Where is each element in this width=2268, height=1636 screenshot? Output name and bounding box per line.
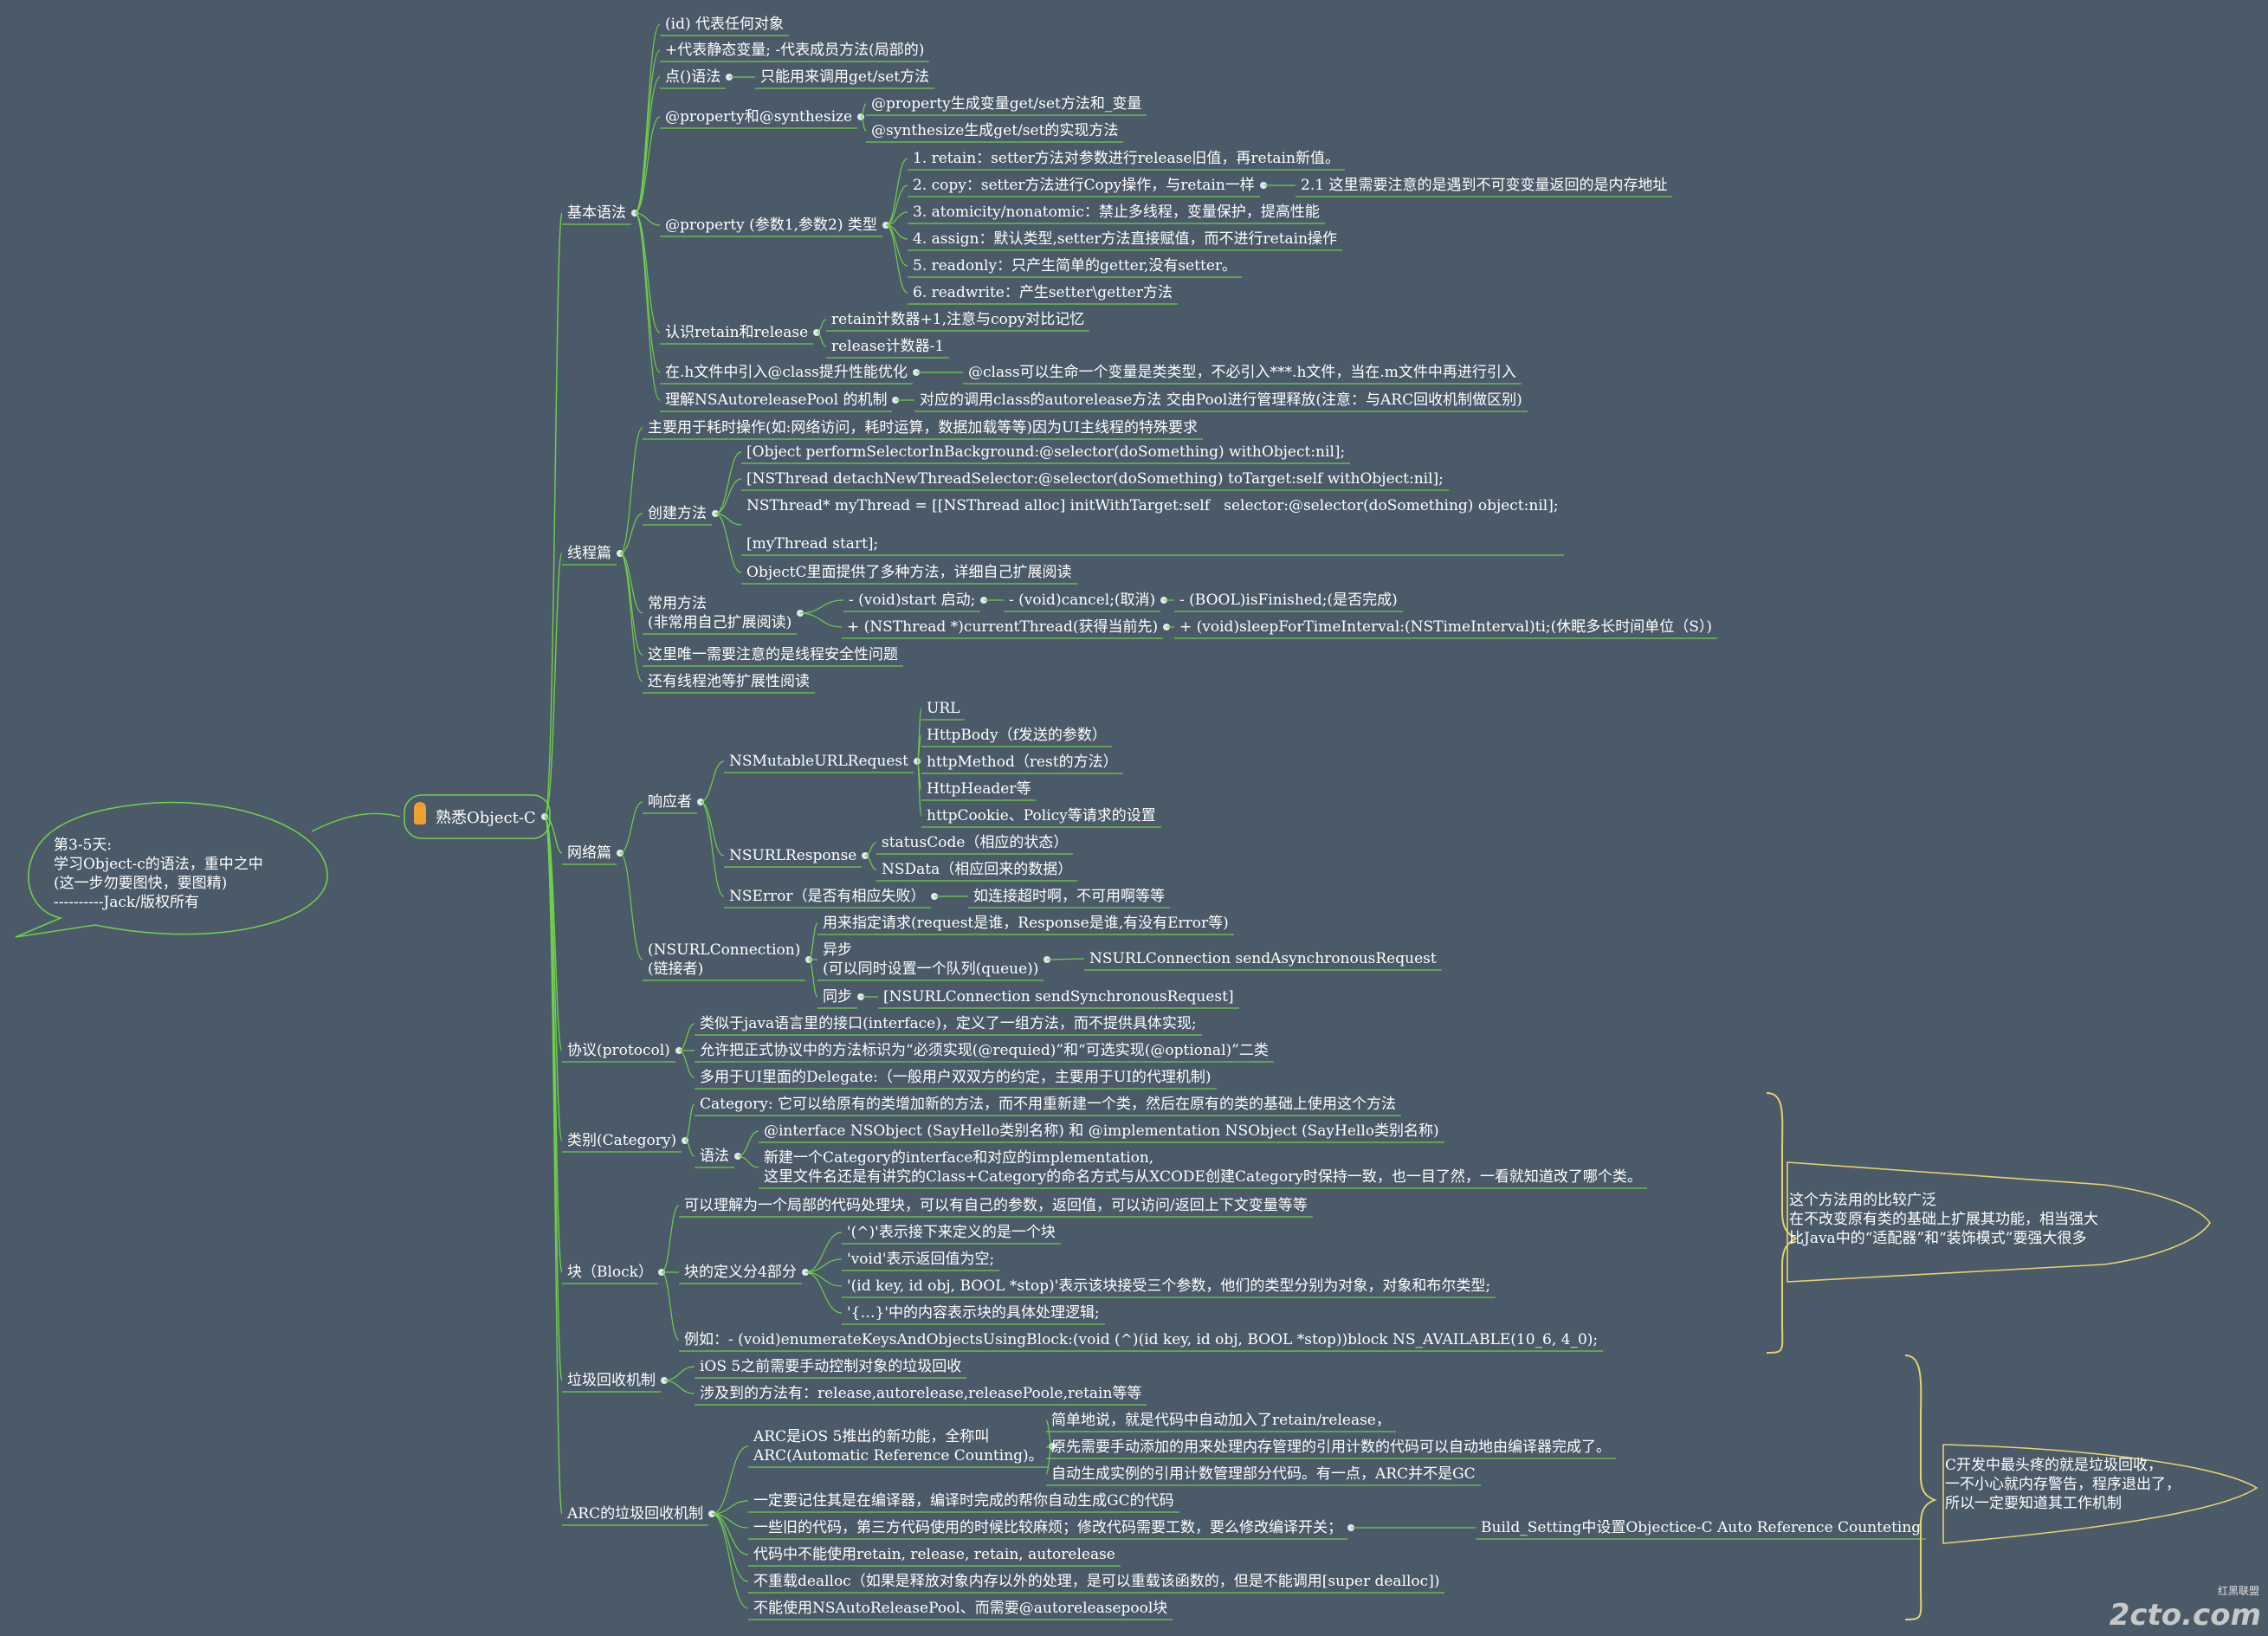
node-arc-a6[interactable]: 不能使用NSAutoReleasePool、而需要@autoreleasepoo…: [753, 1600, 1168, 1617]
node-sync-child[interactable]: [NSURLConnection sendSynchronousRequest]: [883, 988, 1234, 1006]
node-retain-1[interactable]: retain计数器+1,注意与copy对比记忆: [831, 311, 1085, 328]
node-response[interactable]: NSURLResponse: [729, 847, 857, 864]
node-prop-syn-2[interactable]: @synthesize生成get/set的实现方法: [871, 122, 1119, 139]
node-p5[interactable]: 5. readonly：只产生简单的getter,没有setter。: [913, 257, 1237, 275]
node-conn-usage[interactable]: 用来指定请求(request是谁，Response是谁,有没有Error等): [823, 915, 1229, 932]
branch-thread[interactable]: 线程篇: [567, 545, 611, 562]
node-block-d4[interactable]: '{…}'中的内容表示块的具体处理逻辑;: [847, 1304, 1100, 1322]
watermark-logo: 2cto.com: [2109, 1598, 2261, 1633]
node-req-item-1[interactable]: URL: [927, 700, 960, 717]
node-create-2[interactable]: [NSThread detachNewThreadSelector:@selec…: [746, 470, 1444, 488]
node-async-child[interactable]: NSURLConnection sendAsynchronousRequest: [1089, 950, 1437, 967]
node-p1[interactable]: 1. retain：setter方法对参数进行release旧值，再retain…: [913, 150, 1340, 167]
branch-gc[interactable]: 垃圾回收机制: [567, 1372, 656, 1389]
node-p2[interactable]: 2. copy：setter方法进行Copy操作，与retain一样: [913, 177, 1255, 194]
node-p4[interactable]: 4. assign：默认类型,setter方法直接赋值，而不进行retain操作: [913, 230, 1338, 248]
node-arc-what[interactable]: ARC是iOS 5推出的新功能，全称叫 ARC(Automatic Refere…: [753, 1428, 1044, 1465]
node-hfile-child[interactable]: @class可以生命一个变量是类类型，不必引入***.h文件，当在.m文件中再进…: [968, 364, 1516, 381]
node-error[interactable]: NSError（是否有相应失败）: [729, 888, 926, 905]
node-thread-intro[interactable]: 主要用于耗时操作(如:网络访问，耗时运算，数据加载等等)因为UI主线程的特殊要求: [648, 419, 1199, 436]
node-method-5[interactable]: + (void)sleepForTimeInterval:(NSTimeInte…: [1179, 618, 1713, 636]
node-p3[interactable]: 3. atomicity/nonatomic：禁止多线程，变量保护，提高性能: [913, 204, 1320, 221]
node-create-1[interactable]: [Object performSelectorInBackground:@sel…: [746, 443, 1346, 461]
node-thread-create[interactable]: 创建方法: [648, 505, 707, 522]
node-req-item-2[interactable]: HttpBody（f发送的参数）: [927, 727, 1107, 744]
node-protocol-2[interactable]: 允许把正式协议中的方法标识为“必须实现(@requied)”和“可选实现(@op…: [700, 1042, 1269, 1059]
node-dot-child[interactable]: 只能用来调用get/set方法: [760, 68, 930, 86]
node-retain-2[interactable]: release计数器-1: [831, 338, 945, 355]
note-text: 第3-5天: 学习Object-c的语法，重中之中 (这一步勿要图快，要图精) …: [54, 837, 263, 911]
node-async[interactable]: 异步 (可以同时设置一个队列(queue)): [823, 941, 1039, 978]
node-retain[interactable]: 认识retain和release: [665, 324, 809, 341]
node-thread-common[interactable]: 常用方法 (非常用自己扩展阅读): [648, 595, 792, 631]
node-req-item-4[interactable]: HttpHeader等: [927, 780, 1031, 798]
node-block-d3[interactable]: '(id key, id obj, BOOL *stop)'表示该块接受三个参数…: [847, 1277, 1491, 1295]
node-thread-safety[interactable]: 这里唯一需要注意的是线程安全性问题: [648, 646, 898, 663]
node-arc-a4[interactable]: 代码中不能使用retain, release, retain, autorele…: [753, 1546, 1115, 1563]
central-topic[interactable]: 熟悉Object-C: [436, 809, 536, 827]
node-hfile[interactable]: 在.h文件中引入@class提升性能优化: [665, 364, 908, 381]
node-dot[interactable]: 点()语法: [665, 68, 721, 86]
node-resp-item-1[interactable]: statusCode（相应的状态）: [882, 834, 1069, 851]
node-prop-params[interactable]: @property (参数1,参数2) 类型: [665, 217, 877, 234]
node-create-3[interactable]: NSThread* myThread = [[NSThread alloc] i…: [746, 497, 1559, 553]
node-method-3[interactable]: - (BOOL)isFinished;(是否完成): [1179, 592, 1398, 609]
node-gc-2[interactable]: 涉及到的方法有：release,autorelease,releasePoole…: [700, 1385, 1142, 1402]
node-create-4[interactable]: ObjectC里面提供了多种方法，详细自己扩展阅读: [746, 564, 1072, 581]
node-responder[interactable]: 响应者: [648, 793, 692, 811]
node-arc-w3[interactable]: 自动生成实例的引用计数管理部分代码。有一点，ARC并不是GC: [1051, 1465, 1476, 1483]
node-syntax-2[interactable]: 新建一个Category的interface和对应的implementation…: [764, 1149, 1642, 1186]
node-method-2[interactable]: - (void)cancel;(取消): [1009, 592, 1156, 609]
node-arc-w1[interactable]: 简单地说，就是代码中自动加入了retain/release，: [1051, 1412, 1391, 1429]
node-sync[interactable]: 同步: [823, 988, 852, 1006]
node-p2-child[interactable]: 2.1 这里需要注意的是遇到不可变变量返回的是内存地址: [1301, 177, 1668, 194]
node-req-item-5[interactable]: httpCookie、Policy等请求的设置: [927, 807, 1156, 824]
node-syntax-1[interactable]: @interface NSObject (SayHello类别名称) 和 @im…: [764, 1122, 1439, 1140]
node-pool-child[interactable]: 对应的调用class的autorelease方法 交由Pool进行管理释放(注意…: [920, 391, 1522, 409]
node-pool[interactable]: 理解NSAutoreleasePool 的机制: [665, 391, 888, 409]
node-id[interactable]: (id) 代表任何对象: [665, 16, 784, 33]
warning-icon: [414, 802, 426, 824]
node-arc-w2[interactable]: 原先需要手动添加的用来处理内存管理的引用计数的代码可以自动地由编译器完成了。: [1051, 1439, 1611, 1456]
branch-arc[interactable]: ARC的垃圾回收机制: [567, 1505, 704, 1523]
node-plusminus[interactable]: +代表静态变量; -代表成员方法(局部的): [665, 42, 925, 59]
node-prop-syn-1[interactable]: @property生成变量get/set方法和_变量: [871, 95, 1142, 113]
watermark-sub: 红黑联盟: [2217, 1585, 2259, 1597]
branch-category[interactable]: 类别(Category): [567, 1132, 677, 1149]
branch-protocol[interactable]: 协议(protocol): [567, 1042, 670, 1059]
node-thread-pool[interactable]: 还有线程池等扩展性阅读: [648, 673, 810, 690]
branch-block[interactable]: 块（Block）: [567, 1264, 653, 1281]
node-arc-a3[interactable]: 一些旧的代码，第三方代码使用的时候比较麻烦；修改代码需要工数，要么修改编译开关；: [753, 1519, 1342, 1536]
node-method-1[interactable]: - (void)start 启动;: [849, 592, 976, 609]
callout-category: 这个方法用的比较广泛 在不改变原有类的基础上扩展其功能，相当强大 比Java中的…: [1789, 1192, 2098, 1247]
node-block-d2[interactable]: 'void'表示返回值为空;: [847, 1251, 995, 1268]
node-p6[interactable]: 6. readwrite：产生setter\getter方法: [913, 284, 1173, 301]
node-category-syntax[interactable]: 语法: [700, 1148, 729, 1165]
node-error-child[interactable]: 如连接超时啊，不可用啊等等: [973, 888, 1165, 905]
callout-arc: C开发中最头疼的就是垃圾回收， 一不小心就内存警告，程序退出了， 所以一定要知道…: [1945, 1457, 2181, 1512]
node-block-d1[interactable]: '(^)'表示接下来定义的是一个块: [847, 1224, 1056, 1241]
node-arc-a3-child[interactable]: Build_Setting中设置Objectice-C Auto Referen…: [1481, 1519, 1922, 1536]
node-arc-a5[interactable]: 不重载dealloc（如果是释放对象内存以外的处理，是可以重载该函数的，但是不能…: [753, 1573, 1440, 1590]
branch-network[interactable]: 网络篇: [567, 844, 611, 862]
node-category-intro[interactable]: Category: 它可以给原有的类增加新的方法，而不用重新建一个类，然后在原有…: [700, 1096, 1397, 1113]
node-prop-syn[interactable]: @property和@synthesize: [665, 108, 853, 126]
node-method-4[interactable]: + (NSThread *)currentThread(获得当前先): [847, 618, 1159, 636]
node-block-def[interactable]: 块的定义分4部分: [684, 1264, 797, 1281]
node-gc-1[interactable]: iOS 5之前需要手动控制对象的垃圾回收: [700, 1358, 962, 1375]
node-block-example[interactable]: 例如：- (void)enumerateKeysAndObjectsUsingB…: [684, 1331, 1599, 1348]
node-block-intro[interactable]: 可以理解为一个局部的代码处理块，可以有自己的参数，返回值，可以访问/返回上下文变…: [684, 1197, 1308, 1214]
node-resp-item-2[interactable]: NSData（相应回来的数据）: [882, 861, 1073, 878]
node-req-item-3[interactable]: httpMethod（rest的方法）: [927, 753, 1118, 771]
node-protocol-1[interactable]: 类似于java语言里的接口(interface)，定义了一组方法，而不提供具体实…: [700, 1015, 1197, 1032]
node-connection[interactable]: (NSURLConnection) (链接者): [648, 941, 801, 978]
node-protocol-3[interactable]: 多用于UI里面的Delegate:（一般用户双双方的约定，主要用于UI的代理机制…: [700, 1069, 1212, 1086]
node-request[interactable]: NSMutableURLRequest: [729, 753, 908, 770]
node-arc-a2[interactable]: 一定要记住其是在编译器，编译时完成的帮你自动生成GC的代码: [753, 1492, 1174, 1510]
branch-basic[interactable]: 基本语法: [567, 204, 626, 222]
